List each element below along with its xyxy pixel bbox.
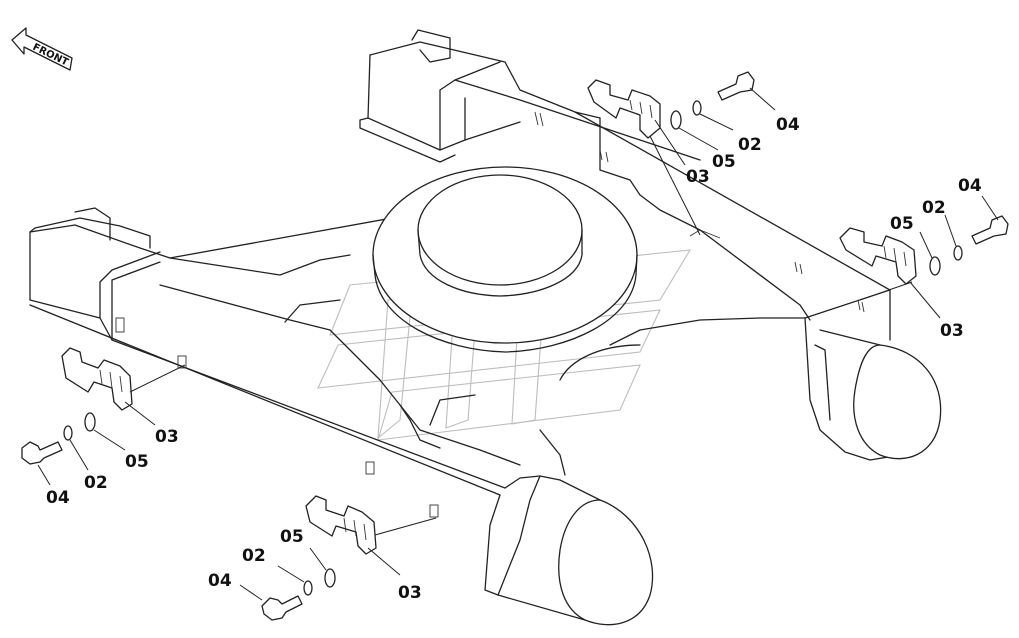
track-frame xyxy=(29,29,942,626)
flat-washer-icon xyxy=(670,110,682,130)
bolt-icon xyxy=(21,441,63,465)
bolt-icon xyxy=(717,71,755,101)
flat-washer-label: 05 xyxy=(890,214,914,234)
bolt-label: 04 xyxy=(958,176,982,196)
flat-washer-icon xyxy=(84,412,96,432)
spring-washer-label: 02 xyxy=(242,546,266,566)
bolt-label: 04 xyxy=(208,571,232,591)
part-group-bottom: 03 05 02 04 xyxy=(208,495,437,621)
clamp-icon xyxy=(61,347,133,411)
spring-washer-icon xyxy=(953,245,963,261)
clamp-icon xyxy=(587,79,661,139)
spring-washer-icon xyxy=(692,100,702,116)
bolt-icon xyxy=(971,215,1009,245)
clamp-icon xyxy=(839,227,917,285)
front-arrow-icon: FRONT xyxy=(11,27,73,71)
part-group-top-right: 03 05 02 04 xyxy=(587,71,800,236)
spring-washer-label: 02 xyxy=(922,198,946,218)
flat-washer-icon xyxy=(929,256,941,276)
spring-washer-label: 02 xyxy=(738,135,762,155)
clamp-label: 03 xyxy=(398,583,422,603)
part-group-left: 03 05 02 04 xyxy=(21,347,186,508)
clamp-label: 03 xyxy=(155,427,179,447)
front-arrow-label: FRONT xyxy=(31,42,70,69)
bolt-label: 04 xyxy=(776,115,800,135)
flat-washer-icon xyxy=(324,568,336,588)
flat-washer-label: 05 xyxy=(280,527,304,547)
flat-washer-label: 05 xyxy=(125,452,149,472)
clamp-label: 03 xyxy=(940,321,964,341)
spring-washer-icon xyxy=(303,580,313,596)
clamp-label: 03 xyxy=(686,167,710,187)
part-group-right: 03 05 02 04 xyxy=(839,176,1009,341)
spring-washer-icon xyxy=(63,425,73,441)
flat-washer-label: 05 xyxy=(712,152,736,172)
bolt-label: 04 xyxy=(46,488,70,508)
spring-washer-label: 02 xyxy=(84,473,108,493)
clamp-icon xyxy=(305,495,377,555)
bolt-icon xyxy=(261,595,303,621)
